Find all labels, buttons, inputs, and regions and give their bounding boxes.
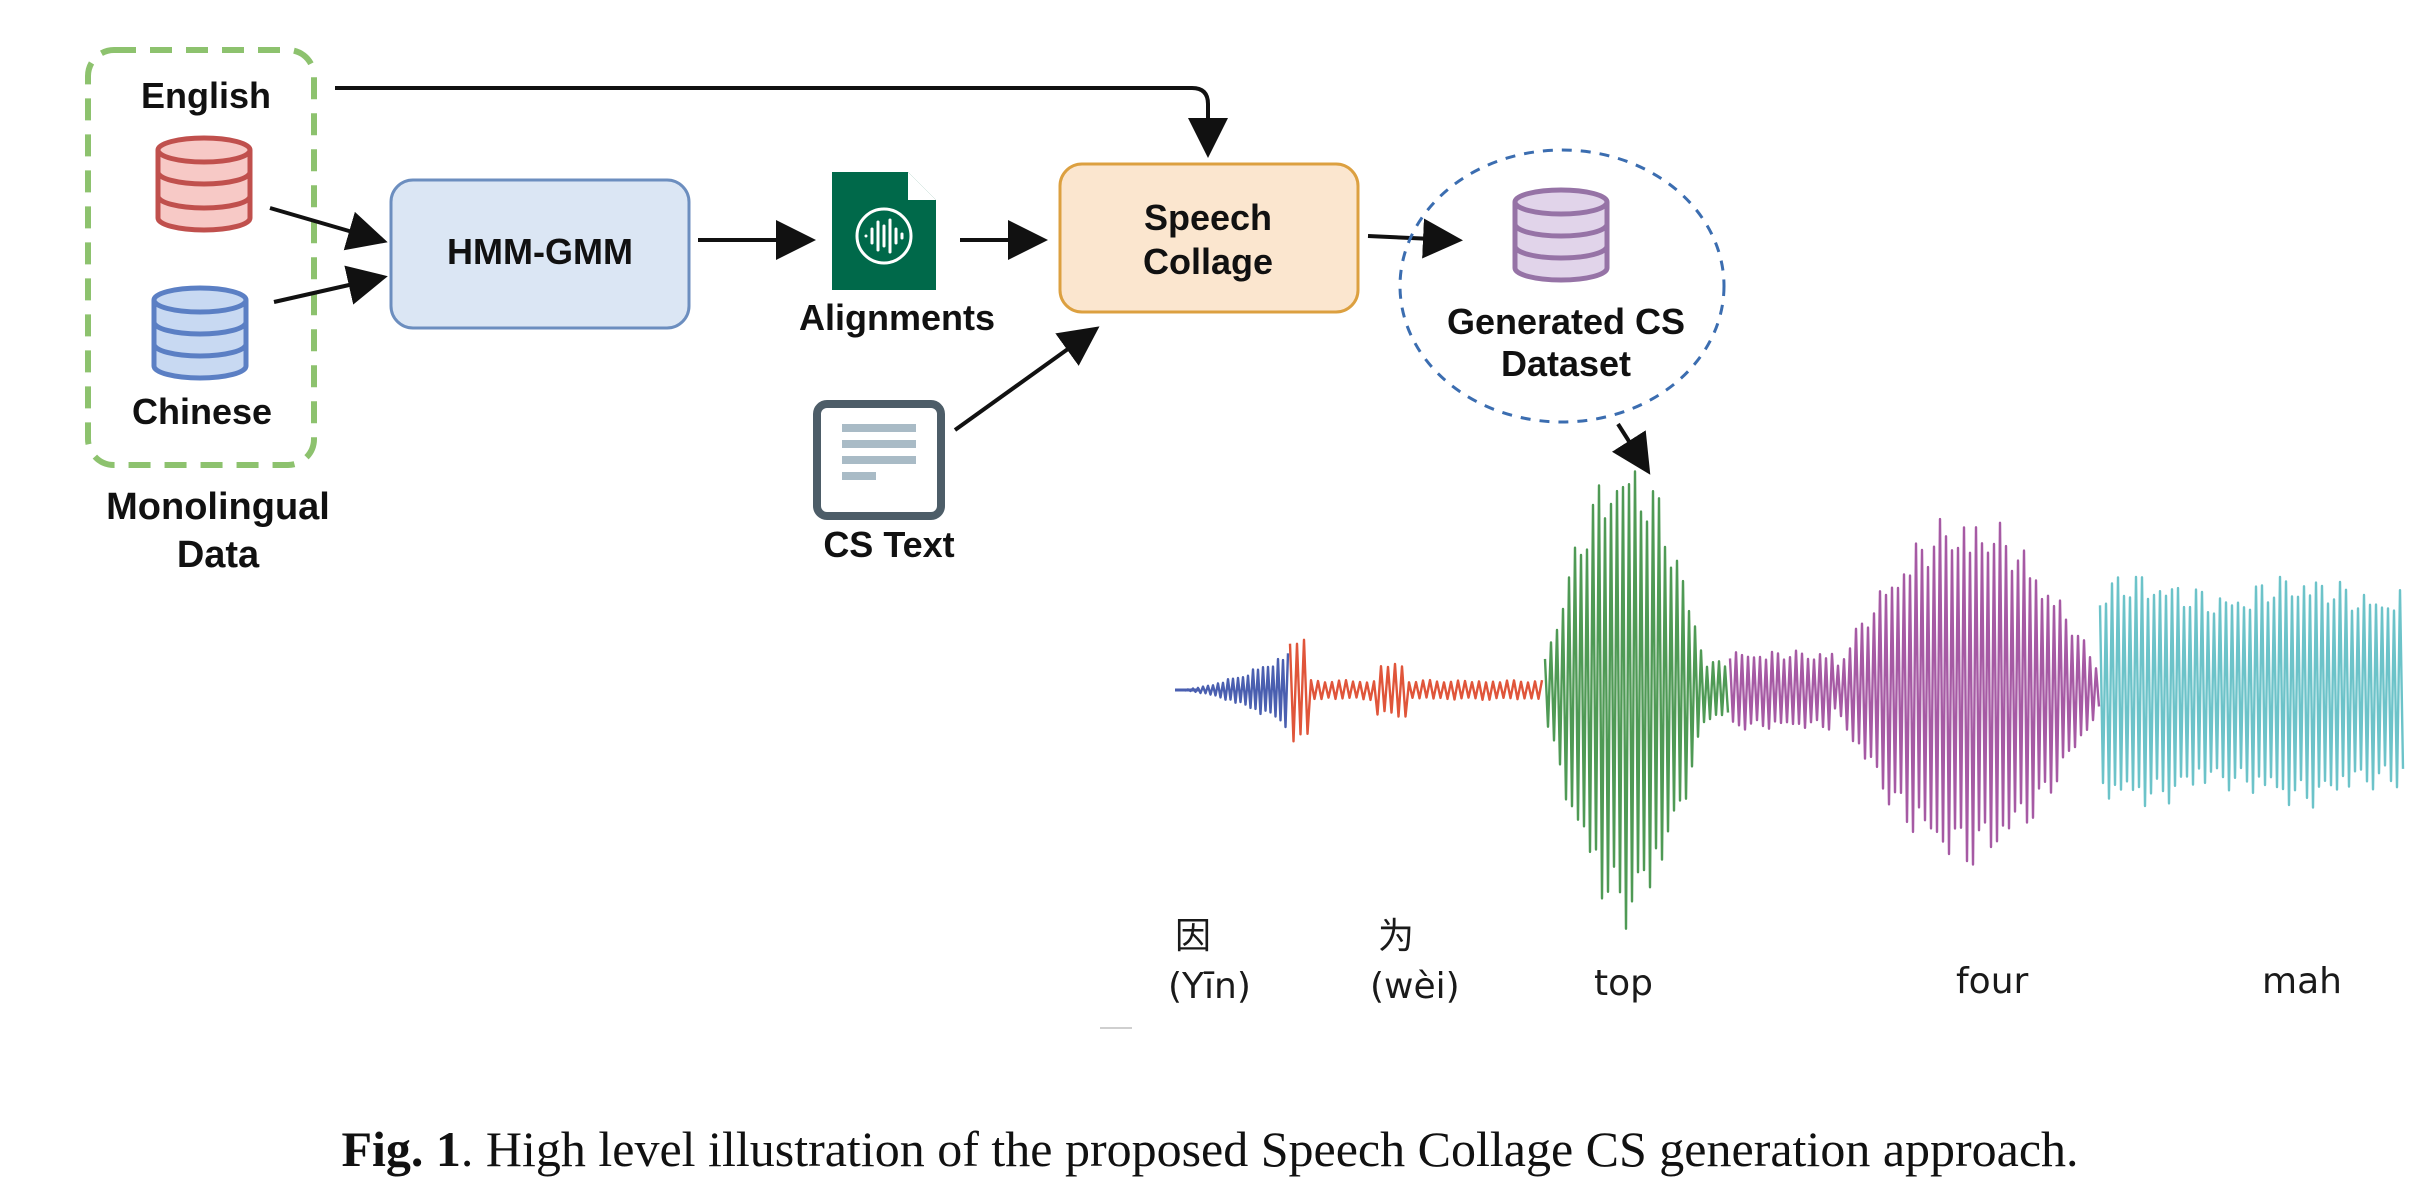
english-database-icon [155,135,253,233]
chinese-label: Chinese [132,391,272,432]
hmm-gmm-box [389,178,691,330]
arrow-dataset-to-waveform [1611,422,1651,475]
arrow-cstext-to-collage [953,326,1100,432]
collage-waveform [1175,470,2405,930]
monolingual-label-line1: Monolingual [106,486,330,528]
waveform-segment-top [1543,470,1730,930]
waveform-segment-yin [1177,653,1290,729]
speech-collage-label-line1: Speech [1144,197,1272,238]
dataset-database-icon [1512,187,1610,283]
word-label-yin: (Yīn) [1168,966,1251,1007]
arrow-english-to-collage [335,86,1228,158]
generated-dataset-circle [1398,148,1726,424]
word-label-four: four [1956,961,2029,1002]
english-label: English [141,75,271,116]
monolingual-group-border [85,47,317,468]
alignments-label: Alignments [799,297,995,338]
dataset-label-line2: Dataset [1501,343,1631,384]
cs-text-label: CS Text [823,524,954,565]
word-glyph-yin: 因 [1175,916,1211,957]
cs-text-document-icon [813,400,945,520]
word-glyph-wei: 为 [1378,916,1414,957]
monolingual-label-line2: Data [177,534,260,576]
waveform-segment-four [1728,517,2101,866]
word-label-top: top [1594,963,1653,1004]
arrow-chinese-to-hmm [273,265,388,305]
alignments-file-icon [832,172,936,290]
figure-caption-text: . High level illustration of the propose… [461,1121,2079,1177]
figure-caption: Fig. 1. High level illustration of the p… [341,1121,2078,1177]
speech-collage-label-line2: Collage [1143,241,1273,282]
figure-caption-label: Fig. 1 [341,1121,460,1177]
waveform-segment-mah [2098,575,2405,809]
arrow-english-to-hmm [269,206,388,251]
hmm-gmm-label: HMM-GMM [447,231,633,272]
word-label-wei: (wèi) [1370,966,1460,1007]
chinese-database-icon [151,285,249,381]
word-label-mah: mah [2262,961,2342,1002]
dataset-label-line1: Generated CS [1447,301,1685,342]
waveform-segment-wei [1288,638,1544,743]
speech-collage-box [1058,162,1360,314]
